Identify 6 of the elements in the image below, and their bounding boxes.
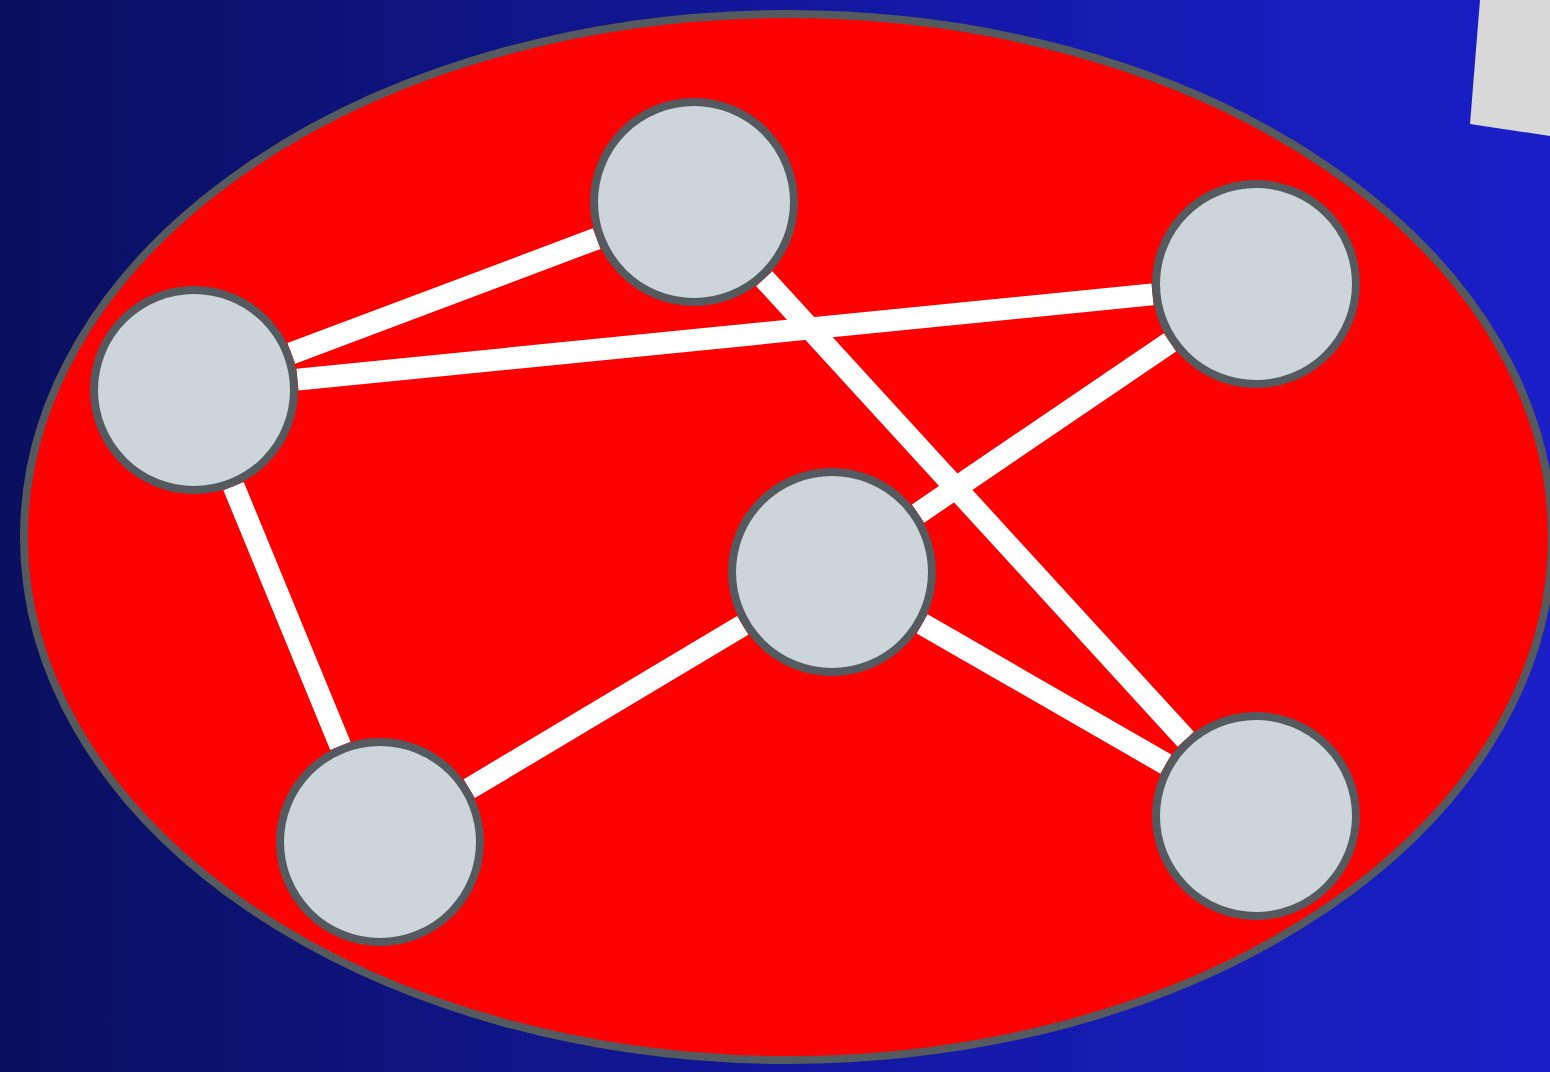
connector-line — [916, 614, 1172, 774]
connector-line — [296, 283, 1154, 391]
connector-line — [287, 228, 601, 364]
connector-line — [756, 271, 1194, 747]
connector-line — [223, 482, 351, 750]
connector-line — [463, 615, 749, 799]
